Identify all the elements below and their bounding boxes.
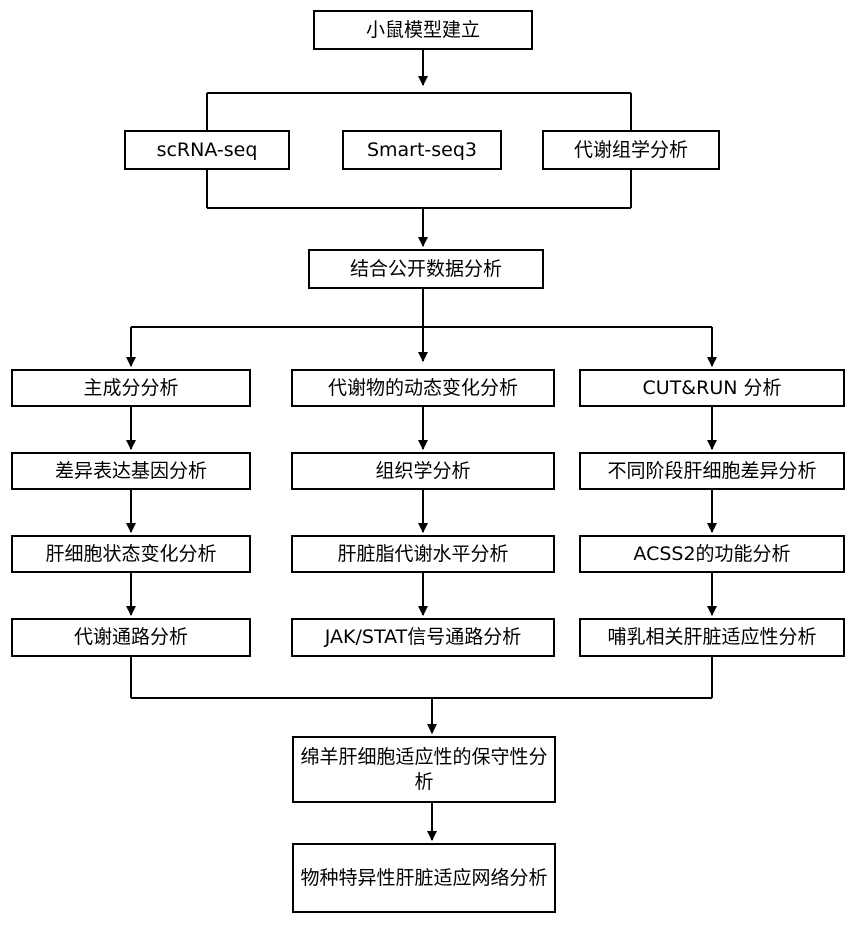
node-species-specific: 物种特异性肝脏适应网络分析 — [292, 843, 556, 913]
node-metabolic-pathway: 代谢通路分析 — [11, 618, 251, 657]
node-smart-seq3: Smart-seq3 — [342, 130, 502, 170]
node-public-data: 结合公开数据分析 — [308, 249, 544, 289]
node-acss2: ACSS2的功能分析 — [579, 535, 845, 573]
node-conserved-adaptation: 绵羊肝细胞适应性的保守性分析 — [292, 736, 556, 803]
node-scrna-seq: scRNA-seq — [124, 130, 290, 170]
node-lipid-metabolism: 肝脏脂代谢水平分析 — [291, 535, 555, 573]
node-model: 小鼠模型建立 — [313, 10, 533, 50]
node-lactation: 哺乳相关肝脏适应性分析 — [579, 618, 845, 657]
node-metabolite-dynamics: 代谢物的动态变化分析 — [291, 369, 555, 407]
node-stage-diff: 不同阶段肝细胞差异分析 — [579, 452, 845, 490]
node-jak-stat: JAK/STAT信号通路分析 — [291, 618, 555, 657]
node-deg: 差异表达基因分析 — [11, 452, 251, 490]
node-cut-run: CUT&RUN 分析 — [579, 369, 845, 407]
node-hepatocyte-state: 肝细胞状态变化分析 — [11, 535, 251, 573]
node-pca: 主成分分析 — [11, 369, 251, 407]
node-histology: 组织学分析 — [291, 452, 555, 490]
node-metabolomics: 代谢组学分析 — [542, 130, 720, 170]
